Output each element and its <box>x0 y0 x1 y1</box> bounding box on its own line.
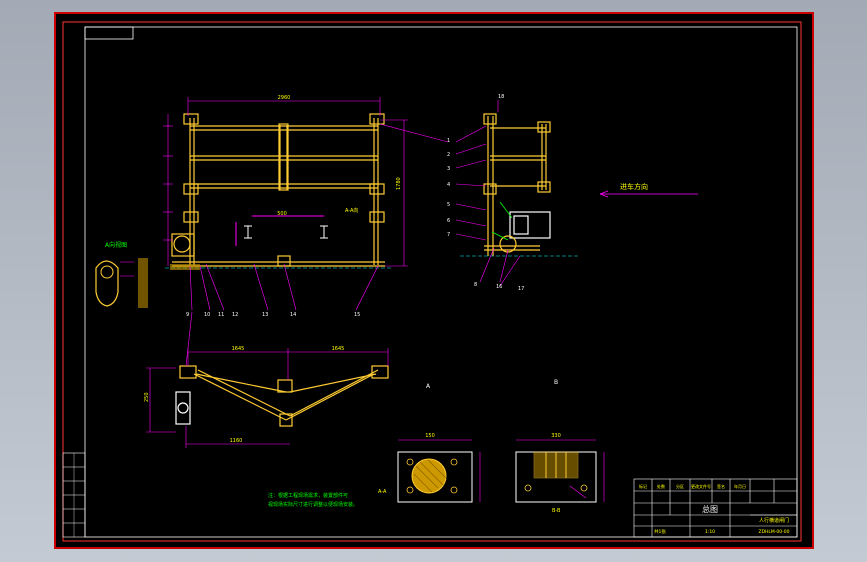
part-labels: 1 2 3 4 5 6 7 8 9 10 11 12 13 14 15 16 1… <box>186 94 524 318</box>
drawing-number: ZDHLM-00-00 <box>758 529 789 535</box>
drawing-title: 总图 <box>702 504 718 514</box>
title-col-count: 处数 <box>657 483 665 489</box>
plan-bottom-dim: 1160 <box>230 438 243 444</box>
corner-box <box>84 26 134 40</box>
plan-height-dim: 250 <box>144 392 150 402</box>
svg-text:9: 9 <box>186 312 189 318</box>
drive-box <box>509 211 551 239</box>
sheet-count: 共1张 <box>654 528 666 535</box>
svg-text:17: 17 <box>518 286 524 292</box>
plan-left-span: 1645 <box>232 346 245 352</box>
section-label-front: A-A向 <box>345 207 358 214</box>
plan-dimensions <box>146 311 389 448</box>
title-col-zone: 分区 <box>676 483 684 489</box>
svg-text:16: 16 <box>496 284 502 290</box>
revision-table <box>62 452 86 538</box>
title-col-file: 更改文件号 <box>691 483 711 489</box>
detail-view-label: A向视图 <box>105 241 127 249</box>
svg-text:13: 13 <box>262 312 268 318</box>
front-leaders <box>189 123 449 311</box>
svg-text:15: 15 <box>354 312 360 318</box>
title-block[interactable] <box>633 478 798 538</box>
motor-wheel <box>173 235 191 253</box>
title-col-mark: 标记 <box>639 483 647 489</box>
project-name: 人行横道闸门 <box>759 517 789 524</box>
foundation-hatch <box>170 264 200 270</box>
svg-text:8: 8 <box>474 282 477 288</box>
title-col-sign: 签名 <box>717 483 725 489</box>
svg-text:11: 11 <box>218 312 224 318</box>
detail-view[interactable] <box>95 258 148 308</box>
side-green-leader <box>499 201 513 219</box>
svg-text:18: 18 <box>498 94 504 100</box>
plan-right-span: 1645 <box>332 346 345 352</box>
section-a-label: A-A <box>378 489 387 495</box>
section-b-label: B-B <box>552 508 561 514</box>
scale-text: 1:10 <box>705 529 715 535</box>
section-b[interactable] <box>515 439 605 503</box>
note-line-2: 视现场实际尺寸进行调整以便现场安装。 <box>268 501 358 508</box>
section-mark-a: A <box>426 383 431 390</box>
rail-profiles <box>235 215 328 246</box>
side-leaders <box>455 100 521 287</box>
svg-text:10: 10 <box>204 312 210 318</box>
direction-label: 进车方向 <box>620 182 648 191</box>
section-mark-b: B <box>554 379 558 386</box>
svg-text:3: 3 <box>447 166 450 172</box>
front-view[interactable] <box>171 113 385 267</box>
direction-arrow <box>599 190 698 198</box>
sheet-border <box>54 12 814 549</box>
svg-text:2: 2 <box>447 152 450 158</box>
svg-text:1: 1 <box>447 138 450 144</box>
svg-text:6: 6 <box>447 218 450 224</box>
inner-width-dim: 500 <box>277 211 287 217</box>
svg-text:5: 5 <box>447 202 450 208</box>
section-b-width: 330 <box>551 433 561 439</box>
svg-text:7: 7 <box>447 232 450 238</box>
inner-frame <box>62 21 802 542</box>
overall-width-dim: 2960 <box>278 95 291 101</box>
svg-text:14: 14 <box>290 312 296 318</box>
overall-height-dim: 1780 <box>396 177 402 190</box>
front-dimensions <box>163 97 408 267</box>
drawing-frame <box>84 26 798 538</box>
note-line-1: 注：根据工程现场需求，装置部件可 <box>268 492 348 499</box>
section-a-width: 150 <box>425 433 435 439</box>
plan-motor <box>175 391 191 425</box>
side-green-leader-2 <box>491 231 509 241</box>
title-col-date: 年月日 <box>734 483 746 489</box>
svg-text:4: 4 <box>447 182 450 188</box>
plan-view[interactable] <box>175 365 389 427</box>
svg-text:12: 12 <box>232 312 238 318</box>
section-a[interactable] <box>397 439 481 503</box>
